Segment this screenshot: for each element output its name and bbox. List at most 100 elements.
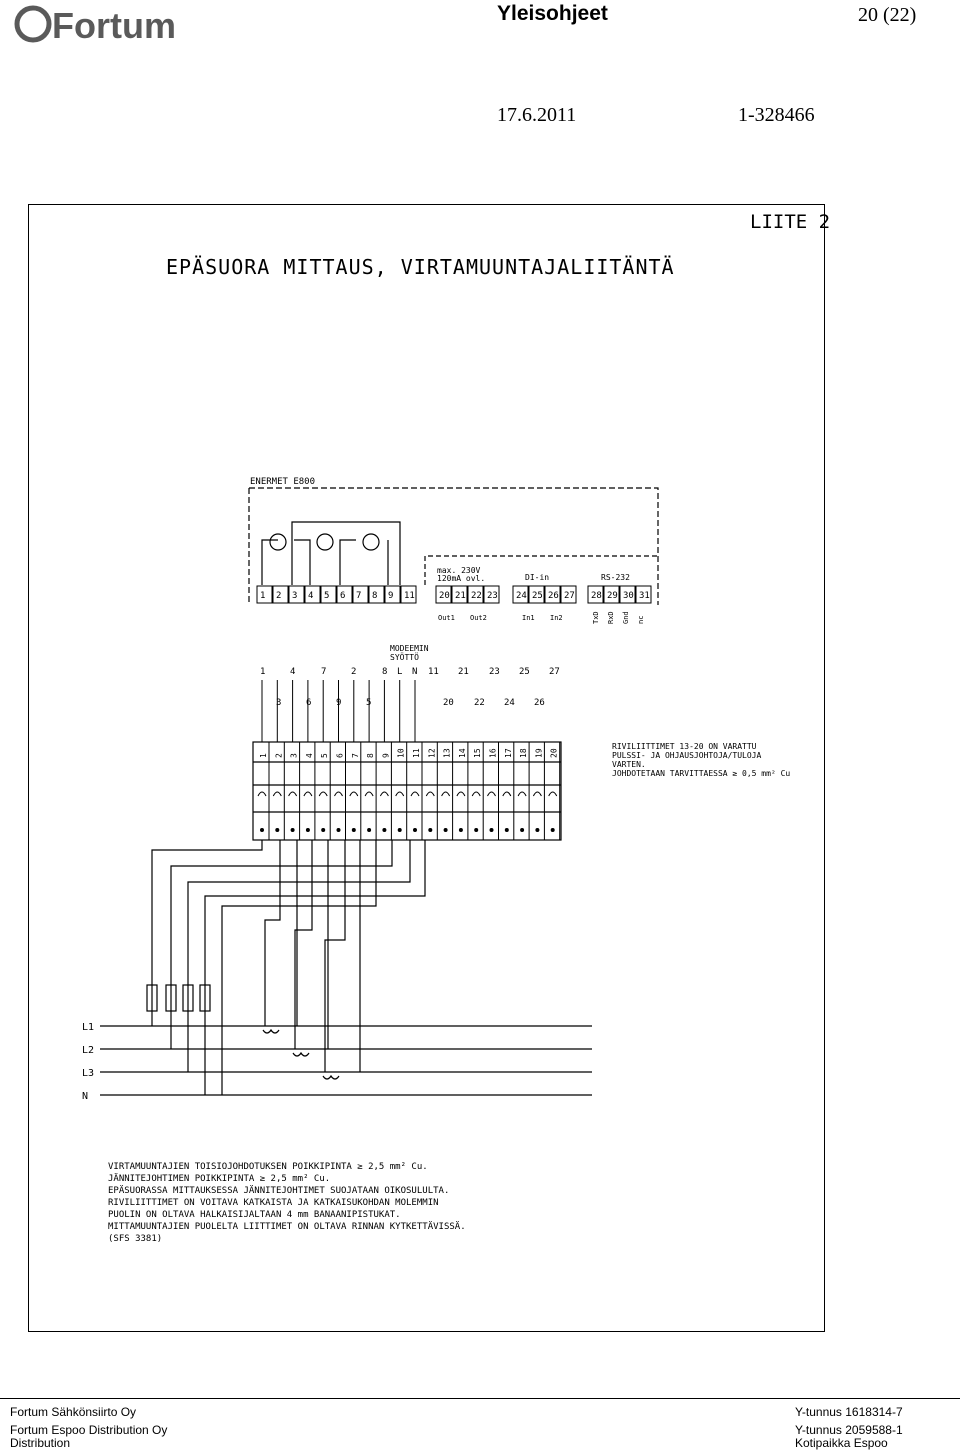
appendix-label: LIITE 2 — [750, 211, 830, 233]
block-terminal-label: 6 — [336, 753, 345, 758]
meter-terminal-label: 21 — [455, 591, 466, 601]
phase-label: N — [82, 1091, 88, 1102]
reserved-note: VARTEN. — [612, 760, 646, 769]
note-line: (SFS 3381) — [108, 1234, 162, 1244]
modem-label: MODEEMIN — [390, 644, 429, 653]
meter-terminal-label: 7 — [356, 591, 361, 601]
footer-company-1: Fortum Sähkönsiirto Oy — [10, 1405, 137, 1419]
meter-terminal-label: 8 — [372, 591, 377, 601]
meter-terminal-label: 27 — [564, 591, 575, 601]
terminal-switch-symbol — [288, 791, 298, 797]
terminal-switch-symbol — [410, 791, 420, 797]
terminal-switch-symbol — [456, 791, 466, 797]
meter-terminal-box — [272, 585, 289, 604]
terminal-screw — [260, 828, 264, 832]
block-terminal-label: 13 — [443, 748, 452, 758]
footer-company-3: Distribution — [10, 1436, 71, 1450]
terminal-screw — [458, 828, 463, 832]
reserved-note: PULSSI- JA OHJAUSJOHTOJA/TULOJA — [612, 751, 761, 760]
drawing-frame — [28, 204, 825, 1332]
block-terminal-label: 2 — [274, 753, 283, 758]
meter-terminal-label: 22 — [471, 591, 482, 601]
block-terminal-label: 5 — [320, 753, 329, 758]
terminal-screw — [520, 828, 525, 832]
terminal-switch-symbol — [548, 791, 558, 797]
conductor-label: 2 — [351, 667, 356, 677]
terminal-switch-symbol — [532, 791, 542, 797]
meter-terminal-box — [352, 585, 369, 604]
conductor-label: 25 — [519, 667, 530, 677]
meter-terminal-box — [560, 585, 577, 604]
conductor-label: 21 — [458, 667, 469, 677]
conductor-label: 7 — [321, 667, 326, 677]
document-date: 17.6.2011 — [497, 104, 577, 126]
conductor-label: 8 — [382, 667, 387, 677]
terminal-switch-symbol — [257, 791, 267, 797]
meter-terminal-label: 29 — [607, 591, 618, 601]
terminal-screw — [351, 828, 356, 832]
conductor-label: N — [412, 667, 417, 677]
meter-enclosure — [249, 487, 659, 605]
terminal-screw — [367, 828, 372, 832]
terminal-screw — [489, 828, 494, 832]
block-terminal-label: 3 — [290, 753, 299, 758]
conductor-label: 3 — [276, 698, 281, 708]
meter-terminal-box — [528, 585, 545, 604]
block-terminal-label: 19 — [534, 748, 543, 758]
meter-terminal-label: 28 — [591, 591, 602, 601]
conductor-label: 5 — [366, 698, 371, 708]
phase-label: L3 — [82, 1068, 94, 1079]
terminal-switch-symbol — [395, 791, 405, 797]
document-number: 1-328466 — [738, 104, 815, 126]
block-terminal-label: 10 — [397, 748, 406, 758]
terminal-screw — [413, 828, 417, 832]
terminal-screw — [474, 828, 479, 832]
terminal-switch-symbol — [318, 791, 328, 797]
conductor-label: 24 — [504, 698, 515, 708]
block-terminal-label: 9 — [381, 753, 390, 758]
terminal-screw — [550, 828, 555, 832]
block-terminal-label: 17 — [504, 748, 513, 758]
block-terminal-label: 12 — [427, 748, 436, 758]
meter-terminal-box — [451, 585, 468, 604]
meter-terminal-box — [603, 585, 620, 604]
terminal-switch-symbol — [303, 791, 313, 797]
meter-terminal-label: 1 — [260, 591, 265, 601]
meter-terminal-label: 9 — [388, 591, 393, 601]
meter-terminal-box — [635, 585, 652, 604]
block-terminal-label: 15 — [473, 748, 482, 758]
conductor-label: 11 — [428, 667, 439, 677]
meter-terminal-box — [587, 585, 604, 604]
input-label: In2 — [550, 614, 563, 622]
block-terminal-label: 20 — [550, 748, 559, 758]
terminal-screw — [428, 828, 433, 832]
footer-business-id-2: Y-tunnus 2059588-1 — [795, 1423, 903, 1437]
serial-pin-label: Gnd — [622, 611, 630, 624]
document-title: Yleisohjeet — [497, 2, 608, 25]
footer-rule — [0, 1398, 960, 1399]
reserved-note: JOHDOTETAAN TARVITTAESSA ≥ 0,5 mm² Cu — [612, 769, 790, 778]
meter-terminal-label: 11 — [404, 591, 415, 601]
serial-port-label: RS-232 — [601, 573, 630, 582]
note-line: VIRTAMUUNTAJIEN TOISIOJOHDOTUKSEN POIKKI… — [108, 1162, 428, 1172]
meter-terminal-label: 30 — [623, 591, 634, 601]
block-terminal-label: 18 — [519, 748, 528, 758]
serial-pin-label: RxD — [607, 611, 615, 624]
terminal-switch-symbol — [487, 791, 496, 797]
meter-terminal-box — [512, 585, 529, 604]
terminal-switch-symbol — [379, 791, 389, 797]
footer-domicile: Kotipaikka Espoo — [795, 1436, 888, 1450]
meter-terminal-box — [400, 585, 417, 604]
block-terminal-label: 8 — [366, 753, 375, 758]
conductor-label: L — [397, 667, 402, 677]
block-terminal-label: 7 — [351, 753, 360, 758]
conductor-label: 27 — [549, 667, 560, 677]
block-terminal-label: 1 — [259, 753, 268, 758]
note-line: JÄNNITEJOHTIMEN POIKKIPINTA ≥ 2,5 mm² Cu… — [108, 1173, 330, 1184]
meter-terminal-box — [544, 585, 561, 604]
meter-terminal-box — [467, 585, 484, 604]
meter-terminal-box — [619, 585, 636, 604]
output-label: Out1 — [438, 614, 455, 622]
ct-symbol — [362, 533, 380, 551]
block-terminal-label: 11 — [412, 748, 421, 758]
